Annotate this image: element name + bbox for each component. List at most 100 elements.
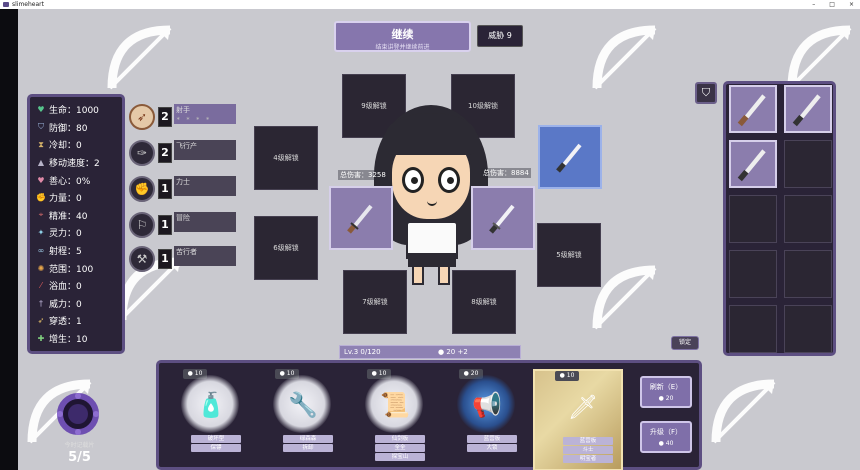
slot-lv4-locked[interactable]: 4级解锁	[254, 126, 318, 190]
shop-item-icon: 🧴	[196, 391, 226, 419]
close-button[interactable]: ×	[848, 1, 854, 8]
upgrade-button[interactable]: 升级（F） ● 40	[640, 421, 692, 453]
level-bar: Lv.3 0/120 ● 20 +2	[339, 345, 521, 359]
stat-label: 灵力：0	[49, 229, 82, 240]
boot-icon: ▲	[37, 158, 45, 168]
equipped-dagger-right[interactable]	[471, 186, 535, 250]
portal-label: 今时记载片	[64, 442, 95, 449]
dagger-icon	[489, 204, 515, 234]
stat-label: 生命：1000	[49, 106, 99, 117]
arrow-icon: ➶	[37, 316, 45, 326]
refresh-button[interactable]: 刷新（E） ● 20	[640, 376, 692, 408]
item-glow	[273, 375, 331, 433]
stat-label: 威力：0	[49, 299, 82, 310]
equipped-blade-blue[interactable]	[538, 125, 602, 189]
bow-background-icon	[787, 25, 852, 90]
inventory-slot[interactable]	[784, 85, 832, 133]
talent-count: 2	[158, 143, 172, 163]
upgrade-label: 升级（F）	[649, 428, 683, 436]
inventory-slot[interactable]	[784, 195, 832, 243]
maximize-button[interactable]: □	[829, 1, 835, 8]
blade-icon	[556, 143, 582, 173]
inventory-slot[interactable]	[784, 140, 832, 188]
slot-lv7-locked[interactable]: 7级解锁	[343, 270, 407, 334]
shop-card[interactable]: ● 10📜仙剑板全全探宝山	[347, 369, 437, 470]
shop-item-icon: 🗡	[567, 393, 599, 421]
talent-icon: ✊	[129, 176, 155, 202]
slot-lv10-locked[interactable]: 10级解锁	[451, 74, 515, 138]
inventory-slot[interactable]	[784, 305, 832, 353]
hourglass-icon: ⧗	[38, 139, 44, 149]
talent-icon: ➶	[129, 104, 155, 130]
talent-bar: 苦行者	[174, 246, 236, 266]
portal-count: 5/5	[68, 450, 91, 465]
stat-row: ⧗ 冷却：0	[36, 136, 116, 154]
dagger-icon	[792, 94, 821, 127]
stat-label: 冷却：0	[49, 141, 82, 152]
shop-card[interactable]: ● 20📢蓝营板大锁	[439, 369, 529, 470]
slot-lv8-locked[interactable]: 8级解锁	[452, 270, 516, 334]
talent-count: 2	[158, 107, 172, 127]
shop-item-tag: 明宝者	[563, 455, 613, 463]
bow-background-icon	[711, 379, 776, 444]
item-glow	[457, 375, 515, 433]
stat-label: 移动速度：2	[49, 159, 100, 170]
inventory-slot[interactable]	[784, 250, 832, 298]
stat-row: ✊力量：0	[36, 189, 116, 207]
talent-dots: ∗ ∗ ∗ ∗	[176, 116, 212, 122]
inventory-slot[interactable]	[729, 140, 777, 188]
item-glow	[181, 375, 239, 433]
talent-bar: 冒险	[174, 212, 236, 232]
equipped-dagger-left[interactable]	[329, 186, 393, 250]
shop-item-tag: 保镖	[191, 444, 241, 452]
stat-row: ✦灵力：0	[36, 224, 116, 242]
refresh-cost: ● 20	[658, 395, 674, 402]
talent-bar: 飞行产	[174, 140, 236, 160]
slash-icon: ⁄	[40, 281, 42, 291]
shop-card-price: ● 10	[555, 371, 579, 381]
inventory-slot[interactable]	[729, 305, 777, 353]
shop-panel: ● 10🧴破坏型保镖● 10🔧绿森森拆卸● 10📜仙剑板全全探宝山● 20📢蓝营…	[156, 360, 702, 470]
shop-card-price: ● 10	[275, 369, 299, 379]
minimize-button[interactable]: –	[812, 1, 816, 8]
stat-label: 射程：5	[49, 247, 82, 258]
shop-item-tag: 拆卸	[283, 444, 333, 452]
lock-button[interactable]: 锁定	[671, 336, 699, 350]
plus-icon: ✚	[37, 334, 45, 344]
window-controls: – □ ×	[812, 0, 854, 9]
stat-label: 善心：0%	[49, 176, 91, 187]
upgrade-cost: ● 40	[658, 440, 674, 447]
stat-row: ∞射程：5	[36, 242, 116, 260]
shop-card[interactable]: ● 10🔧绿森森拆卸	[255, 369, 345, 470]
stats-panel: ♥生命：1000⛉防御：80⧗冷却：0▲移动速度：2♥善心：0%✊力量：0⌖精准…	[27, 94, 125, 354]
shop-card[interactable]: ● 10🗡蓝营板斗士明宝者	[533, 369, 623, 470]
talent-icon: ⚒	[129, 246, 155, 272]
slot-lv6-locked[interactable]: 6级解锁	[254, 216, 318, 280]
continue-button[interactable]: 继续 结束讲登并继续前进	[334, 21, 471, 52]
shield-button[interactable]: ⛉	[695, 82, 717, 104]
inventory-slot[interactable]	[729, 85, 777, 133]
shop-card[interactable]: ● 10🧴破坏型保镖	[163, 369, 253, 470]
stat-row: ⌖精准：40	[36, 207, 116, 225]
shield-icon: ⛉	[38, 122, 44, 132]
threat-badge: 威胁 9	[477, 25, 523, 47]
shop-item-tag: 斗士	[563, 446, 613, 454]
shield-icon: ⛉	[701, 86, 711, 99]
inventory-slot[interactable]	[729, 195, 777, 243]
dagger-icon	[737, 94, 766, 127]
continue-subtitle: 结束讲登并继续前进	[375, 44, 430, 51]
shop-item-tag: 全全	[375, 444, 425, 452]
talent-bar: 力士	[174, 176, 236, 196]
shop-item-tag: 蓝营板	[467, 435, 517, 443]
stat-label: 穿透：1	[49, 317, 82, 328]
stat-label: 精准：40	[49, 211, 88, 222]
shop-item-icon: 🔧	[288, 391, 318, 419]
bow-background-icon	[592, 265, 657, 330]
slot-lv5-locked[interactable]: 5级解锁	[537, 223, 601, 287]
inventory-slot[interactable]	[729, 250, 777, 298]
